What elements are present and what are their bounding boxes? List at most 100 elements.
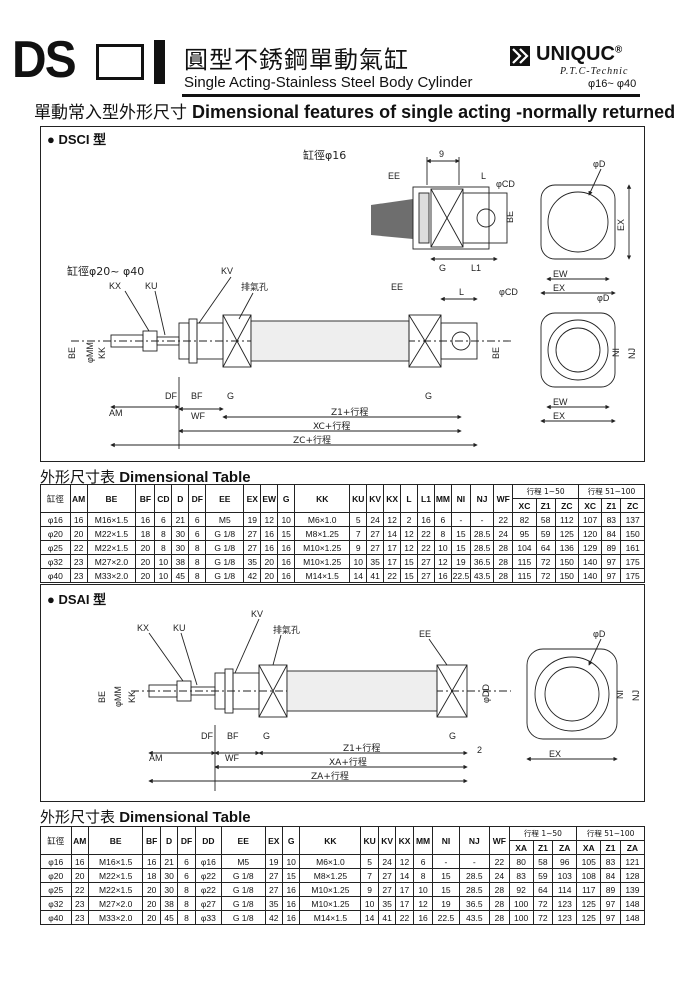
table-cell: 15 [281,868,301,883]
section-title-en: Dimensional features of single acting -n… [192,102,676,122]
table-cell: 27 [243,526,262,541]
table-cell: φ33 [194,910,222,925]
svg-text:2: 2 [477,745,482,755]
table-header-cell: 缸徑 [40,826,72,855]
table-cell: 16 [142,854,161,869]
table-header-cell: MM [412,826,434,855]
table-cell: 16 [281,910,301,925]
svg-text:BE: BE [67,347,77,359]
table-cell: 28 [489,882,510,897]
stroke-range-header: 行程 1~50 [508,826,578,841]
table-cell: M6×1.0 [299,854,362,869]
dsai-drawing: KX KU KV 排氣孔 EE BE φMM KK φDD AM DF BF G… [97,609,641,791]
svg-text:排氣孔: 排氣孔 [241,281,268,293]
table-cell: 6 [177,854,196,869]
table-cell: 103 [552,868,578,883]
table-subheader-cell: Z1 [535,498,556,513]
svg-text:G: G [425,391,432,401]
table-cell: 35 [377,896,397,911]
table-subheader-cell: Z1 [601,498,622,513]
table-cell: φ22 [194,882,222,897]
svg-text:KV: KV [221,266,233,276]
table-cell: 9 [349,540,368,555]
svg-text:φD: φD [597,293,610,303]
table-cell: φ32 [40,896,72,911]
svg-text:φD: φD [593,629,606,639]
table-cell: 8 [188,568,207,583]
table-cell: 20 [69,526,88,541]
table-cell: 10 [154,554,173,569]
table-cell: 16 [135,512,156,527]
table-header-cell: KX [395,826,414,855]
table-cell: M5 [220,854,266,869]
table-subheader-cell: XA [576,840,602,855]
table-subheader-cell: Z1 [532,840,554,855]
table-cell: G 1/8 [220,882,266,897]
table-cell: 16 [277,540,296,555]
svg-text:KX: KX [109,281,121,291]
table-cell: 161 [620,540,645,555]
table-cell: 28 [493,568,514,583]
table-cell: 5 [349,512,368,527]
table-subheader-cell: XA [508,840,534,855]
table-cell: 12 [395,854,414,869]
table-cell: 27 [417,568,435,583]
table-cell: 27 [417,554,435,569]
table-cell: 140 [577,554,603,569]
table-cell: 14 [349,568,368,583]
svg-text:EX: EX [553,411,565,421]
table-cell: 97 [601,554,622,569]
svg-text:NJ: NJ [627,348,637,359]
svg-text:DF: DF [165,391,177,401]
table-cell: 24 [377,854,397,869]
table-cell: - [450,512,471,527]
table-cell: 20 [142,882,161,897]
table-header-cell: KV [366,484,385,513]
table-subheader-cell: ZC [554,498,579,513]
svg-text:KX: KX [137,623,149,633]
table-cell: 16 [281,896,301,911]
table-header-cell: AM [69,484,88,513]
svg-text:G: G [449,731,456,741]
table-cell: - [469,512,495,527]
table-cell: 28 [493,554,514,569]
svg-text:KU: KU [145,281,158,291]
table-cell: 35 [243,554,262,569]
svg-text:WF: WF [191,411,205,421]
table-cell: 136 [554,540,579,555]
svg-text:φMM: φMM [85,342,95,363]
table-header-cell: BE [87,826,144,855]
svg-text:φCD: φCD [496,179,515,189]
table-cell: 125 [576,910,602,925]
table-cell: 45 [171,568,190,583]
table-cell: φ40 [40,910,72,925]
svg-text:Z1+行程: Z1+行程 [331,406,368,418]
table-header-cell: CD [154,484,173,513]
table-cell: 20 [260,554,279,569]
table-cell: 30 [171,540,190,555]
table-cell: 14 [395,868,414,883]
svg-text:EE: EE [419,629,431,639]
stroke-range-header: 行程 51~100 [577,484,646,499]
table-cell: 72 [535,554,556,569]
table-header-cell: KX [383,484,402,513]
stroke-range-header: 行程 1~50 [512,484,579,499]
table-cell: 42 [243,568,262,583]
table-cell: 6 [188,512,207,527]
table-cell: 38 [159,896,179,911]
table-cell: 175 [620,554,645,569]
table-cell: 64 [532,882,554,897]
svg-text:G: G [439,263,446,273]
table-cell: 148 [619,910,646,925]
table-header-cell: KV [377,826,397,855]
table-header-cell: DF [188,484,207,513]
table-cell: 59 [532,868,554,883]
table-cell: - [432,854,460,869]
